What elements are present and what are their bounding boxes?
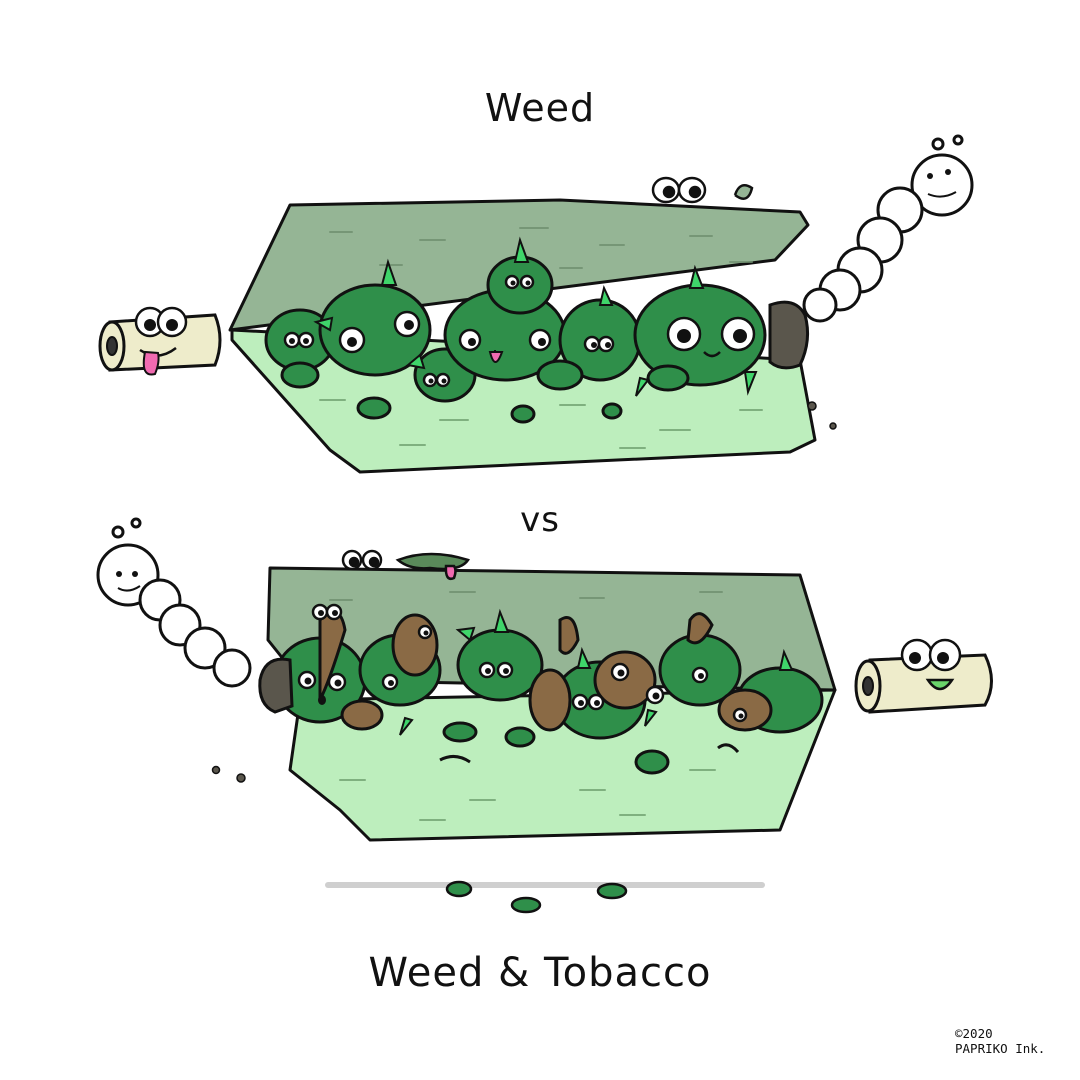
copyright-owner: PAPRIKO Ink.	[955, 1041, 1046, 1056]
weed-ash-tip	[768, 300, 810, 370]
title-weed-and-tobacco: Weed & Tobacco	[368, 950, 712, 996]
copyright-year: ©2020	[955, 1026, 993, 1041]
rolling-paper-front-2	[288, 688, 837, 842]
copyright-credit: ©2020 PAPRIKO Ink.	[955, 1026, 1045, 1056]
weed-smoke-cloud	[802, 134, 974, 323]
title-vs: vs	[520, 500, 560, 540]
weed-tobacco-smoke-cloud	[96, 517, 252, 688]
weed-tobacco-ash-tip	[258, 657, 294, 714]
weed-filter-tip	[98, 306, 222, 376]
weed-paper-peeker	[651, 176, 754, 204]
weed-joint	[98, 134, 974, 474]
weed-tobacco-paper-peeker	[341, 549, 470, 580]
weed-buds	[264, 255, 767, 424]
title-weed: Weed	[484, 86, 596, 130]
ground-shadow	[325, 880, 765, 914]
weed-tobacco-filter-tip	[854, 638, 993, 714]
weed-tobacco-joint	[96, 517, 993, 842]
